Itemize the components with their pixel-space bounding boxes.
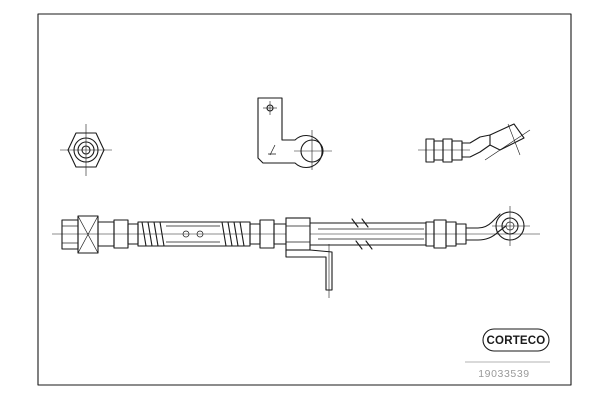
brand-logo-text: CORTECO: [487, 335, 546, 347]
drawing-border: [37, 13, 572, 386]
spring-guard-coils: [141, 221, 245, 247]
part-number: 19033539: [478, 368, 530, 380]
brake-hose-main-view: [52, 206, 540, 298]
bracket-detail: [257, 97, 332, 170]
fitting-end-view: [60, 124, 112, 176]
brand-logo: CORTECO: [482, 328, 550, 352]
swivel-fitting-detail: [418, 123, 531, 163]
